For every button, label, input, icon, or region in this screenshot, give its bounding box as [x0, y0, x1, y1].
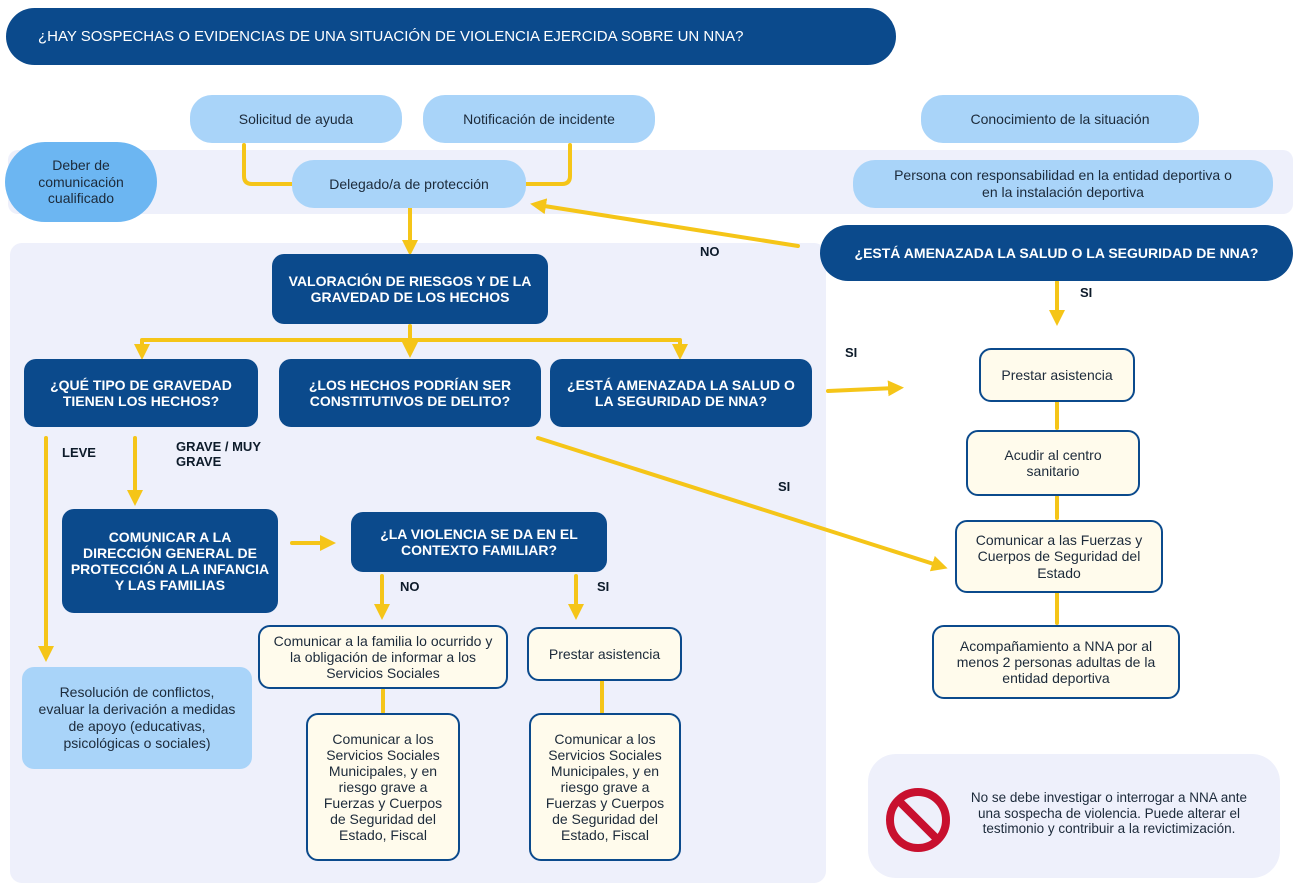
label-no-family: NO [400, 579, 420, 594]
incident-notification-pill: Notificación de incidente [423, 95, 655, 143]
conflict-resolution-box: Resolución de conflictos, evaluar la der… [22, 667, 252, 769]
risk-assessment-box: VALORACIÓN DE RIESGOS Y DE LA GRAVEDAD D… [272, 254, 548, 324]
label-leve: LEVE [62, 445, 96, 460]
label-si-crime: SI [778, 479, 791, 494]
situation-knowledge-pill: Conocimiento de la situación [921, 95, 1199, 143]
general-directorate-box: COMUNICAR A LA DIRECCIÓN GENERAL DE PROT… [62, 509, 278, 613]
severity-type-question: ¿QUÉ TIPO DE GRAVEDAD TIENEN LOS HECHOS? [24, 359, 258, 427]
warning-text: No se debe investigar o interrogar a NNA… [970, 790, 1248, 837]
social-services-box-2: Comunicar a los Servicios Sociales Munic… [529, 713, 681, 861]
provide-assistance-mid: Prestar asistencia [527, 627, 682, 681]
label-si-mid: SI [845, 345, 858, 360]
accompany-minor: Acompañamiento a NNA por al menos 2 pers… [932, 625, 1180, 699]
provide-assistance-right: Prestar asistencia [979, 348, 1135, 402]
label-no-top: NO [700, 244, 720, 259]
inform-family-box: Comunicar a la familia lo ocurrido y la … [258, 625, 508, 689]
notify-security-forces: Comunicar a las Fuerzas y Cuerpos de Seg… [955, 520, 1163, 593]
label-grave: GRAVE / MUY GRAVE [176, 439, 261, 469]
crime-question: ¿LOS HECHOS PODRÍAN SER CONSTITUTIVOS DE… [279, 359, 541, 427]
health-threat-question-mid: ¿ESTÁ AMENAZADA LA SALUD O LA SEGURIDAD … [550, 359, 812, 427]
responsible-person-pill: Persona con responsabilidad en la entida… [853, 160, 1273, 208]
health-threat-question-top: ¿ESTÁ AMENAZADA LA SALUD O LA SEGURIDAD … [820, 225, 1293, 281]
family-context-question: ¿LA VIOLENCIA SE DA EN EL CONTEXTO FAMIL… [351, 512, 607, 572]
go-to-health-center: Acudir al centro sanitario [966, 430, 1140, 496]
label-si-top: SI [1080, 285, 1093, 300]
social-services-box-1: Comunicar a los Servicios Sociales Munic… [306, 713, 460, 861]
request-help-pill: Solicitud de ayuda [190, 95, 402, 143]
duty-communication-badge: Deber de comunicación cualificado [5, 142, 157, 222]
label-si-family: SI [597, 579, 610, 594]
protection-delegate-pill: Delegado/a de protección [292, 160, 526, 208]
prohibited-icon [886, 788, 950, 852]
main-question: ¿HAY SOSPECHAS O EVIDENCIAS DE UNA SITUA… [6, 8, 896, 65]
